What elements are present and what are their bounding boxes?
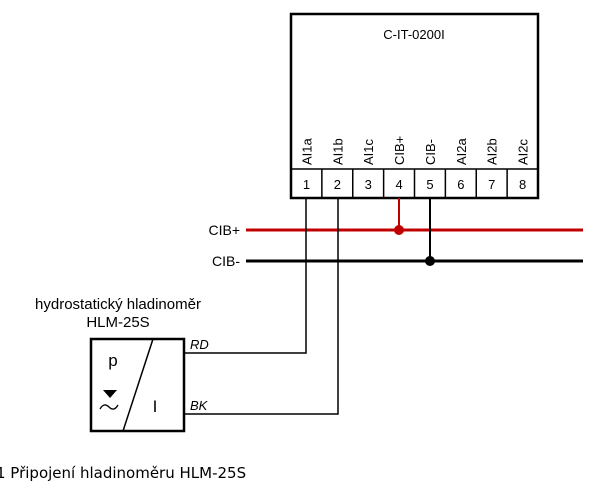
terminal-number: 7: [488, 177, 495, 192]
terminal-number: 5: [426, 177, 433, 192]
wire-bk-label: BK: [190, 398, 209, 413]
level-triangle-icon: [103, 390, 117, 398]
sensor-hlm-25s: hydrostatický hladinoměr HLM-25S p I: [35, 296, 201, 433]
junction-plus-dot: [394, 225, 404, 235]
sensor-title: hydrostatický hladinoměr: [35, 296, 201, 313]
module-name: C-IT-0200I: [383, 27, 444, 42]
sensor-model: HLM-25S: [86, 314, 149, 331]
sensor-symbol-i: I: [153, 397, 158, 416]
terminal-label: AI2b: [485, 138, 500, 165]
terminal-number: 4: [395, 177, 402, 192]
terminal-number: 8: [519, 177, 526, 192]
terminal-label: CIB+: [392, 136, 407, 165]
bus: CIB+ CIB-: [208, 198, 583, 269]
wire-rd-label: RD: [190, 337, 209, 352]
terminal-number: 6: [457, 177, 464, 192]
terminal-number: 1: [303, 177, 310, 192]
junction-minus-dot: [425, 256, 435, 266]
sensor-symbol-p: p: [108, 351, 117, 370]
wire-rd: [184, 198, 307, 354]
bus-plus-label: CIB+: [208, 222, 240, 238]
terminal-label: AI2c: [516, 138, 531, 165]
terminal-label: AI1a: [299, 137, 314, 165]
water-wave-icon: [99, 404, 119, 410]
figure-caption: 1 Připojení hladinoměru HLM-25S: [0, 464, 246, 482]
terminal-label: AI1c: [361, 138, 376, 165]
terminal-number: 3: [365, 177, 372, 192]
wire-bk: [184, 198, 339, 415]
module-c-it-0200i: C-IT-0200I 1 AI1a 2 AI1b 3 AI1c 4 CIB+ 5 CIB- 6 AI2…: [289, 12, 540, 200]
sensor-diagonal: [122, 338, 154, 432]
terminal-label: AI1b: [330, 138, 345, 165]
terminal-label: AI2a: [454, 137, 469, 165]
module-box: [289, 12, 540, 200]
terminal-number: 2: [334, 177, 341, 192]
terminal-label: CIB-: [423, 139, 438, 165]
bus-minus-label: CIB-: [212, 253, 240, 269]
